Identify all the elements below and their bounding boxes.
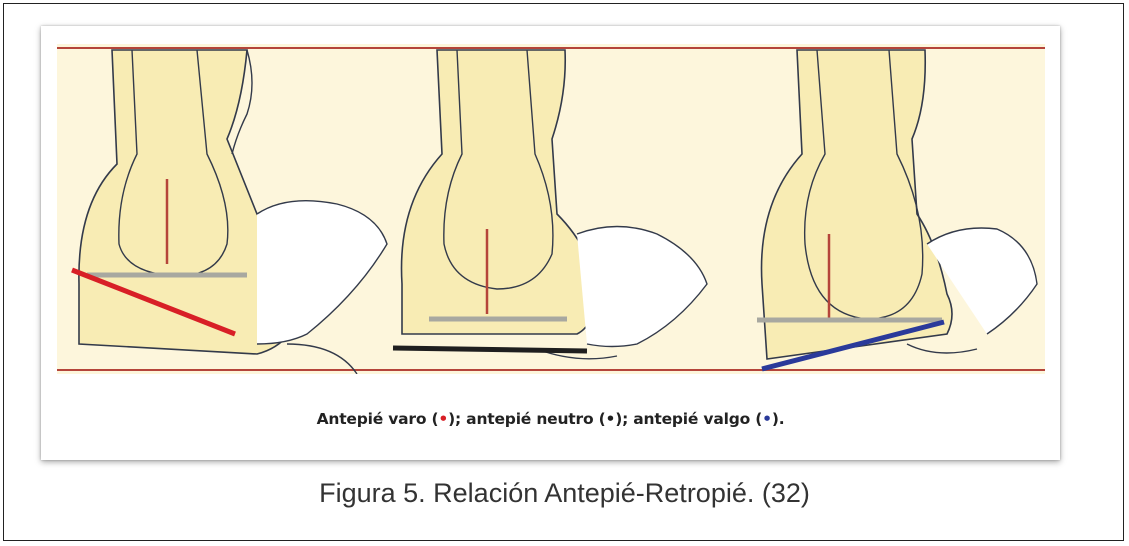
legend-valgo-text: antepié valgo ( [628, 410, 762, 428]
figure-caption: Figura 5. Relación Antepié-Retropié. (32… [0, 478, 1129, 509]
foot-illustration [57, 44, 1045, 374]
legend-varo-text: Antepié varo ( [317, 410, 439, 428]
legend-line: Antepié varo (•); antepié neutro (•); an… [41, 410, 1060, 428]
forefoot-line-neutro [393, 348, 587, 351]
legend-neutro-text: antepié neutro ( [461, 410, 606, 428]
legend-varo-dot: • [438, 410, 448, 428]
figure-card: Antepié varo (•); antepié neutro (•); an… [41, 26, 1060, 460]
legend-neutro-close: ); [615, 410, 628, 428]
illustration-svg [57, 44, 1045, 374]
legend-valgo-dot: • [762, 410, 772, 428]
legend-neutro-dot: • [605, 410, 615, 428]
legend-valgo-close: ). [772, 410, 785, 428]
legend-varo-close: ); [448, 410, 461, 428]
